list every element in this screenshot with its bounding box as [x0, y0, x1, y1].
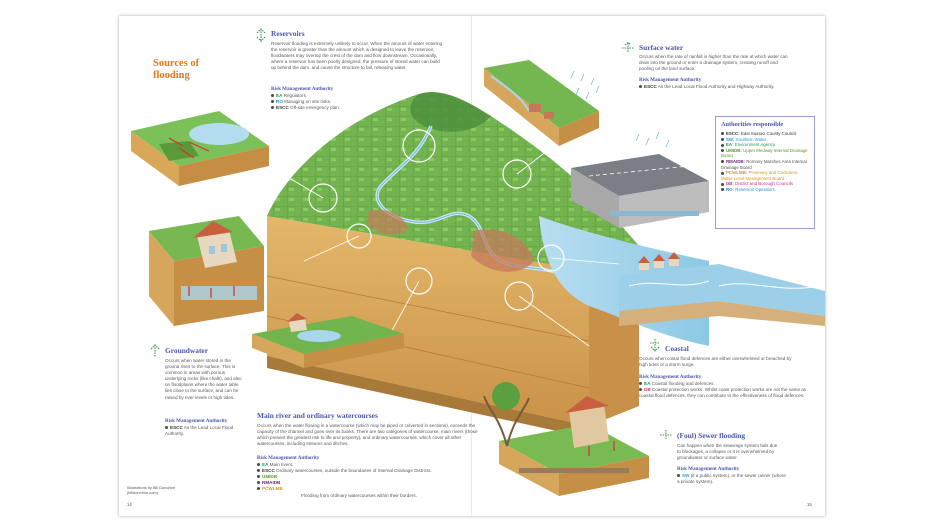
flow-arrows-icon: [650, 339, 660, 352]
bullet-icon: [721, 171, 724, 175]
rma-item: EA Coastal flooding and defences.: [639, 381, 809, 387]
bullet-icon: [257, 487, 260, 491]
bullet-icon: [721, 182, 724, 186]
reservoirs-rma: Risk Management Authority EA Regulators.…: [271, 83, 443, 111]
rma-item: PCWLMB: [257, 486, 487, 492]
sewer-heading: (Foul) Sewer flooding: [677, 431, 746, 440]
authority-item: SW: Southern Water: [721, 137, 809, 143]
flood-illustration: [131, 60, 825, 496]
main-river-rma-heading: Risk Management Authority: [257, 455, 320, 461]
page-number-left: 14: [127, 502, 132, 507]
surface-water-body: Occurs when the rate of rainfall is high…: [639, 54, 788, 72]
credit-line: Illustrations by Bill Donohoe: [127, 485, 176, 490]
bullet-icon: [271, 100, 274, 104]
groundwater-rma-heading: Risk Management Authority: [165, 418, 228, 424]
surface-water-inset: [484, 60, 600, 146]
main-river-heading: Main river and ordinary watercourses: [257, 411, 378, 420]
groundwater-house-inset: [149, 216, 264, 326]
coastal-rma-heading: Risk Management Authority: [639, 374, 702, 380]
rma-item: UMIDB: [257, 474, 487, 480]
main-river-body: Occurs when the water flowing in a water…: [257, 423, 478, 447]
authority-item: DB: District and Borough Councils: [721, 181, 809, 187]
bullet-icon: [257, 475, 260, 479]
authority-item: UMIDB: Upper Medway Internal Drainage Bo…: [721, 147, 808, 159]
surface-water-rma: Risk Management Authority ESCC As the Le…: [639, 74, 799, 90]
flow-arrows-icon: [622, 42, 634, 53]
document-spread: Sources of flooding Reservoirs Reservoir…: [119, 16, 825, 516]
bullet-icon: [677, 474, 680, 478]
authority-item: RO: Reservoir Operators: [721, 187, 809, 193]
bullet-icon: [639, 382, 642, 386]
sewer-body: Can happen when the sewerage system fail…: [677, 443, 778, 461]
rma-item: ESCC As the Lead Local Flood Authority.: [165, 425, 234, 436]
bullet-icon: [721, 137, 724, 141]
surface-water-heading: Surface water: [639, 43, 684, 52]
authority-item: EA: Environment Agency: [721, 142, 809, 148]
bullet-icon: [721, 188, 724, 192]
groundwater-field-inset: [252, 313, 404, 368]
rma-item: ESCC As the Lead Local Flood Authority a…: [639, 84, 799, 90]
coastal-inset: [619, 252, 825, 326]
groundwater-rma: Risk Management Authority ESCC As the Le…: [165, 415, 245, 437]
rma-item: RMAIDB: [257, 480, 487, 486]
sewer-inset: [483, 382, 649, 496]
bullet-icon: [271, 106, 274, 110]
sewer-rma-heading: Risk Management Authority: [677, 466, 740, 472]
page-title: Sources of flooding: [153, 58, 200, 81]
authorities-box: Authorities responsible ESCC: East Susse…: [715, 116, 815, 229]
bracket-note: Flooding from ordinary watercourses with…: [301, 493, 417, 498]
rma-item: SW (if a public system), or the sewer ow…: [677, 473, 786, 484]
flow-arrows-icon: [660, 430, 672, 440]
credit-line: (billdonohoe.com): [127, 490, 158, 495]
authority-item: PCWLMB: Pevensey and Cuckmere Water Leve…: [721, 170, 798, 181]
rma-item: EA Regulators.: [271, 93, 443, 99]
page-number-right: 15: [807, 502, 812, 507]
bullet-icon: [639, 85, 642, 89]
groundwater-body: Occurs when water stored in the ground r…: [165, 358, 242, 400]
authority-item: ESCC: East Sussex County Council: [721, 131, 809, 137]
authority-item: RMAIDB: Romney Marshes Area Internal Dra…: [721, 158, 807, 170]
bullet-icon: [257, 481, 260, 485]
flow-arrows-icon: [150, 344, 160, 357]
reservoir-inset: [131, 111, 269, 186]
bullet-icon: [165, 426, 168, 430]
bullet-icon: [721, 160, 724, 164]
bullet-icon: [271, 94, 274, 98]
coastal-body: Occurs when costal flood defences are ei…: [639, 356, 792, 368]
surface-water-rma-heading: Risk Management Authority: [639, 77, 702, 83]
bullet-icon: [257, 469, 260, 473]
rma-item: RO Managing on site risks.: [271, 99, 443, 105]
rma-item: ESCC Ordinary watercourses, outside the …: [257, 468, 487, 474]
rma-item: ESCC Off-site emergency plan.: [271, 105, 443, 111]
bullet-icon: [721, 143, 724, 147]
road-drain-inset: [571, 131, 709, 228]
coastal-rma: Risk Management Authority EA Coastal flo…: [639, 371, 809, 399]
illustration-credit: Illustrations by Bill Donohoe (billdonoh…: [127, 485, 207, 495]
bullet-icon: [257, 463, 260, 467]
coastal-heading: Coastal: [665, 344, 689, 353]
bullet-icon: [639, 388, 642, 392]
flow-arrows-icon: [256, 28, 266, 42]
reservoirs-rma-heading: Risk Management Authority: [271, 86, 334, 92]
rma-item: EA Main rivers.: [257, 462, 487, 468]
groundwater-heading: Groundwater: [165, 346, 208, 355]
bullet-icon: [721, 149, 724, 153]
rma-item: DB Coastal protection works. Whilst coas…: [639, 387, 807, 398]
callout-circles: [308, 129, 565, 311]
bullet-icon: [721, 132, 724, 136]
main-river-rma: Risk Management Authority EA Main rivers…: [257, 452, 487, 492]
reservoirs-body: Reservoir flooding is extremely unlikely…: [271, 41, 443, 71]
reservoirs-heading: Reservoirs: [271, 29, 305, 38]
sewer-rma: Risk Management Authority SW (if a publi…: [677, 463, 787, 485]
authorities-heading: Authorities responsible: [721, 121, 784, 128]
